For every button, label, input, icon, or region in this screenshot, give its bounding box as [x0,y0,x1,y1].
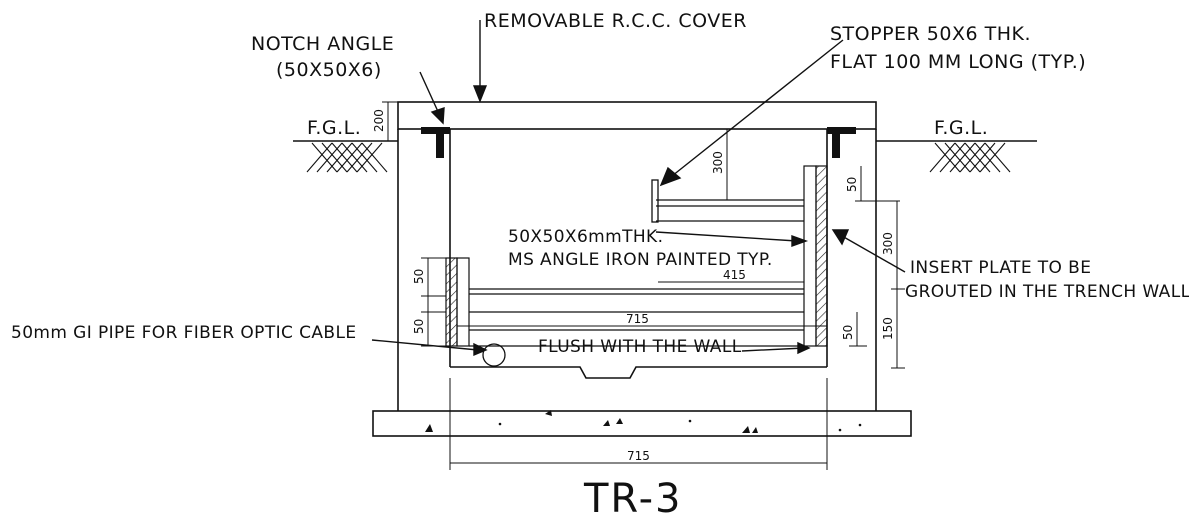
left-post [456,257,470,347]
dim-300-left: 300 [711,151,725,174]
base-slab [372,410,912,437]
dim-50-left-upper: 50 [412,269,426,284]
slab-aggregate [425,410,862,433]
insert-plate-left [445,257,458,347]
ground-hatch-left [306,142,388,173]
leader-arrows [371,20,906,357]
dim-715-bottom: 715 [627,449,650,463]
trench-floor [450,366,827,379]
angle-label-line2: MS ANGLE IRON PAINTED TYP. [508,250,773,270]
stopper-flat [651,179,659,223]
dim-50-top-right: 50 [845,177,859,192]
rcc-cover [397,101,877,130]
right-post [803,165,817,347]
dim-50-left-lower: 50 [412,319,426,334]
drawing-title: TR-3 [583,476,683,521]
fgl-left-label: F.G.L. [307,117,361,139]
stopper-label-line1: STOPPER 50X6 THK. [830,23,1031,45]
dim-300-right: 300 [881,232,895,255]
fgl-right-label: F.G.L. [934,117,988,139]
dimension-lines [382,101,905,470]
gi-pipe-icon [482,343,506,367]
angle-label-line1: 50X50X6mmTHK. [508,227,663,247]
cover-label: REMOVABLE R.C.C. COVER [484,10,747,32]
dim-715-inner: 715 [626,312,649,326]
dim-415: 415 [723,268,746,282]
insert-label-line1: INSERT PLATE TO BE [910,258,1091,278]
notch-label-line2: (50X50X6) [276,59,382,81]
insert-plate-right [815,165,828,347]
ground-hatch-right [929,142,1011,173]
dim-50-right-lower: 50 [841,325,855,340]
dim-150: 150 [881,317,895,340]
stopper-label-line2: FLAT 100 MM LONG (TYP.) [830,51,1086,73]
notch-label-line1: NOTCH ANGLE [251,33,394,55]
insert-label-line2: GROUTED IN THE TRENCH WALL [905,282,1189,302]
dim-200: 200 [372,109,386,132]
notch-angles [421,127,856,158]
pipe-label: 50mm GI PIPE FOR FIBER OPTIC CABLE [11,323,356,343]
flush-label: FLUSH WITH THE WALL [538,337,742,357]
